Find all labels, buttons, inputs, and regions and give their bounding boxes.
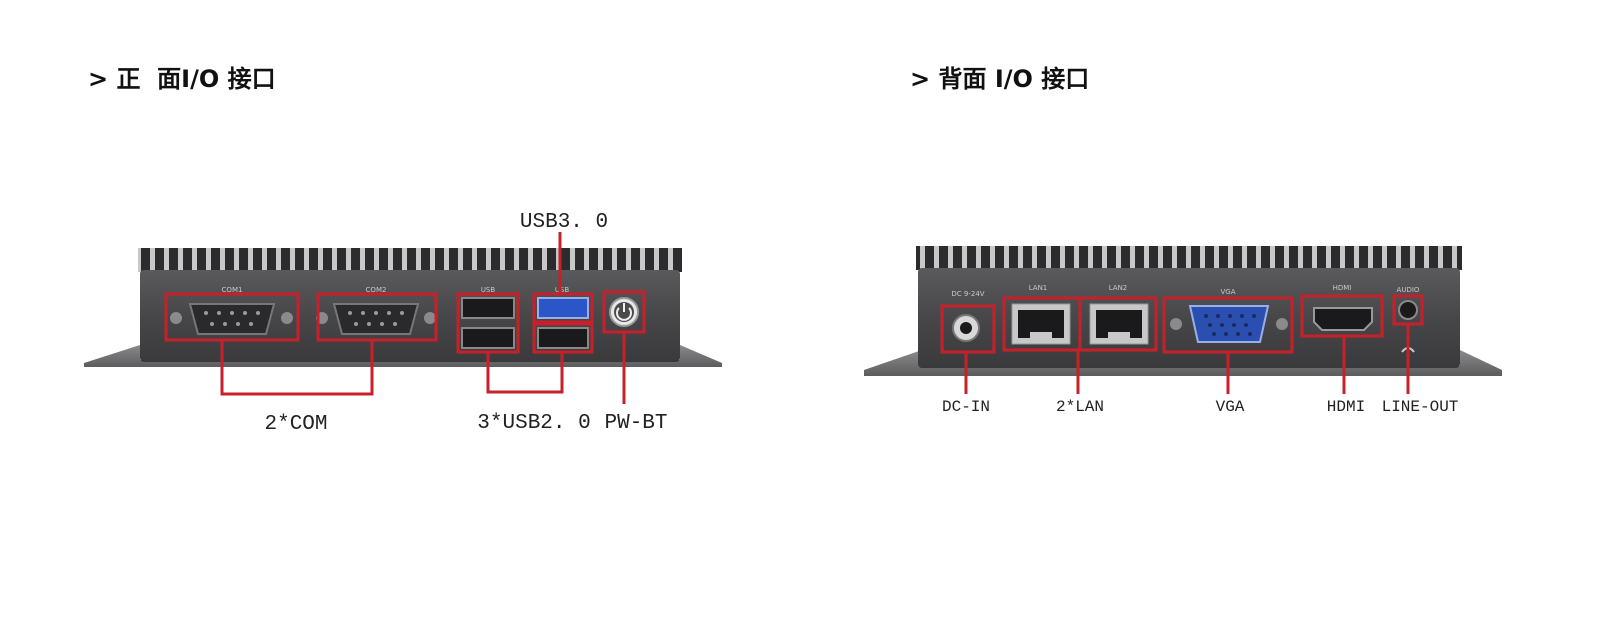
usb-stack-right: USB <box>532 286 594 354</box>
vga-label: VGA <box>1220 288 1235 296</box>
dc-callout: DC-IN <box>942 398 990 416</box>
usb3-port <box>537 297 589 319</box>
back-leader-lines <box>964 324 1410 394</box>
usb2-callout: 3*USB2. 0 <box>477 412 590 435</box>
power-callout: PW-BT <box>604 412 667 435</box>
usb2-stack-left: USB <box>456 286 520 354</box>
hdmi-label: HDMI <box>1333 284 1352 292</box>
vga-callout: VGA <box>1216 398 1245 416</box>
hdmi-callout: HDMI <box>1327 398 1365 416</box>
dc-in-port: DC 9-24V <box>940 290 996 354</box>
dc-highlight-box <box>940 304 996 354</box>
back-heatsink-fins <box>916 246 1462 270</box>
usb3-callout: USB3. 0 <box>520 211 608 234</box>
usb-left-label: USB <box>481 286 496 294</box>
lan-ports: LAN1 LAN2 <box>1002 284 1158 352</box>
com-leader-line <box>220 340 374 396</box>
lineout-callout: LINE-OUT <box>1382 398 1459 416</box>
front-leader-lines <box>220 232 626 404</box>
usb3-highlight-box <box>532 292 594 324</box>
com1-label: COM1 <box>222 286 243 294</box>
back-io-heading: > 背面 I/O 接口 <box>910 65 1090 93</box>
hdmi-highlight-box <box>1300 294 1384 338</box>
com1-highlight-box <box>164 292 300 342</box>
com2-label: COM2 <box>366 286 387 294</box>
power-icon <box>616 307 632 321</box>
com2-port: COM2 <box>316 286 438 342</box>
front-io-heading: > 正 面I/O 接口 <box>88 65 276 93</box>
lan-callout: 2*LAN <box>1056 398 1104 416</box>
usb2-leader-line <box>486 352 564 394</box>
hdmi-port: HDMI <box>1300 284 1384 338</box>
com2-highlight-box <box>316 292 438 342</box>
lan2-label: LAN2 <box>1109 284 1128 292</box>
audio-label: AUDIO <box>1397 286 1420 294</box>
audio-port: AUDIO <box>1392 286 1424 353</box>
dc-label: DC 9-24V <box>951 290 984 298</box>
front-device: COM1 COM2 USB <box>84 211 722 436</box>
lan1-label: LAN1 <box>1029 284 1048 292</box>
usb-right-label: USB <box>555 286 570 294</box>
com1-port: COM1 <box>164 286 300 342</box>
com-callout: 2*COM <box>264 413 327 436</box>
back-device: DC 9-24V LAN1 LAN2 VGA <box>864 246 1502 416</box>
front-heatsink-fins <box>138 248 682 272</box>
